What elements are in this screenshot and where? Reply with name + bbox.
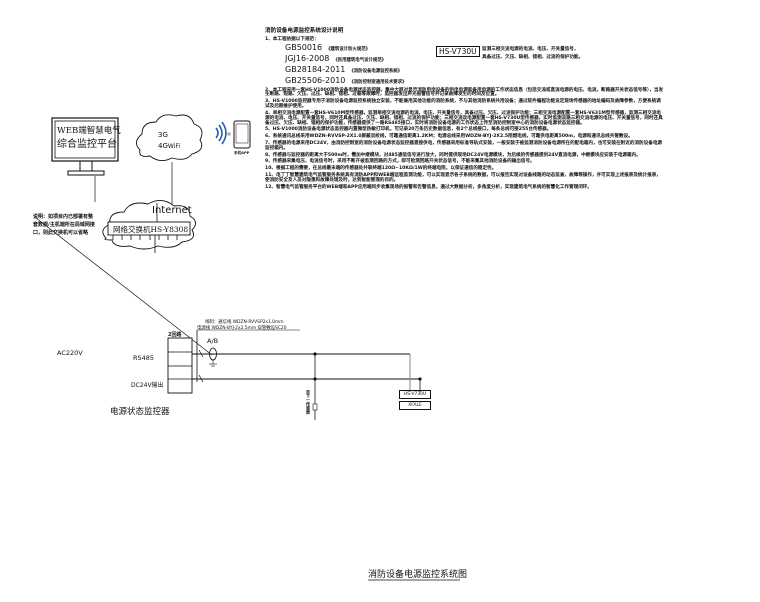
phone-app-label: 手机APP (234, 151, 250, 155)
notes-title: 消防设备电源监控系统设计说明 (265, 28, 344, 34)
power-monitor-box (167, 337, 193, 394)
standard-item: GB25506-2010《消防控制室通用技术要求》 (285, 75, 407, 85)
switch-note: 说明：如项目内已部署有整套数据/主机端所在局域网接口，则此交换机可以省略 (33, 214, 95, 236)
hs-v730u-description: 监测三相交流电源的电流、电压、开关量信号， 具备过压、欠压、缺相、错相、过流的保… (482, 47, 584, 60)
notes-item: 12、智慧电气监管服务平台的WEB端和APP应用端同步收集现场的报警和告警信息，… (265, 184, 592, 190)
drawing-title: 消防设备电源监控系统图 (368, 570, 468, 580)
notes-item: 7、传感器的电源采用DC24V，由消防控制室的消防设备电源状态监控器直接供电，传… (265, 140, 663, 151)
cable-spec-comm: 线制：通信线 WDZN-RVVSP2x1.0mm (205, 320, 284, 325)
cable-spec-power: 电源线 WDZN-BYJ-2x2.5mm 穿管敷设SC20 (197, 326, 287, 331)
dc24v-label: DC24V输出 (131, 382, 164, 389)
phone-icon (233, 120, 251, 149)
ac220v-label: AC220V (57, 349, 83, 357)
loops-label: 2回路 (168, 332, 182, 338)
design-notes: 消防设备电源监控系统设计说明 1、本工程依据以下规范： GB50016《建筑设计… (265, 28, 665, 190)
wifi-signal-icon (215, 121, 227, 145)
monitor-frame (51, 117, 119, 162)
web-platform-label: WEB端智慧电气 综合监控平台 (57, 126, 121, 150)
sensor-model-box: HS-V730U (399, 390, 431, 399)
notes-item: 3、HS-V1000监控器专用于消防设备电源监控系统独立安装，不能兼用其他功能的… (265, 99, 661, 110)
rs485-label: RS485 (133, 354, 155, 362)
notes-item: 11、电丁丁智慧建筑电气监管服务系统具有消防APP和WEB端远程监测功能，可以实… (265, 173, 661, 183)
notes-item: 5、HS-V1000消防设备电源状态监控器内置微型热敏打印机，可记录20万条历史… (265, 127, 552, 133)
wireless-cloud (136, 114, 203, 161)
internet-label: Internet (152, 205, 192, 216)
network-switch (107, 221, 191, 236)
network-switch-label: 网络交换机HS-Y8308 (113, 225, 189, 234)
notes-item: 6、系统通讯总线采用WDZN-RVVSP-2X1.0屏蔽双绞线，可靠通信距离1.… (265, 134, 633, 140)
cloud-3g-label: 3G (158, 131, 168, 139)
notes-item: 9、传感器采集电压、电流信号时，采用不断开被监测回路的方式，即可检测回路开关状态… (265, 159, 535, 165)
notes-item-1: 1、本工程依据以下规范： (265, 36, 319, 42)
internet-cloud (102, 200, 196, 250)
notes-item: 10、根据工程的需要，在总线最末端的传感器处并联终端120Ω~10KΩ/1W的终… (265, 166, 497, 172)
notes-item: 8、传感器与监控器的距离大于500m时，需加中继模块，对485通信信号进行放大，… (265, 152, 641, 158)
hs-v730u-legend-box: HS-V730U (436, 46, 480, 57)
sensor-target-box: XFALE (399, 401, 431, 410)
standard-item: JGJ16-2008《民用建筑电气设计规范》 (285, 53, 387, 63)
standard-item: GB50016《建筑设计防火规范》 (285, 42, 371, 52)
ab-label: A/B (207, 337, 219, 345)
notes-item: 4、单相交流电源配置一套HS-V610M型传感器，监测单相交流电源的电流、电压、… (265, 110, 663, 126)
notes-item: 2、本工程采用一套HS-V1000消防设备电源状态监控器，集中大屏对显示消防用电… (265, 87, 664, 98)
power-monitor-label: 电源状态监控器 (110, 407, 170, 417)
standard-item: GB28184-2011《消防设备电源监控系统》 (285, 64, 403, 74)
cloud-4g-label: 4GWiFi (158, 142, 181, 150)
branch-label: 至下一传感器 (306, 390, 311, 414)
